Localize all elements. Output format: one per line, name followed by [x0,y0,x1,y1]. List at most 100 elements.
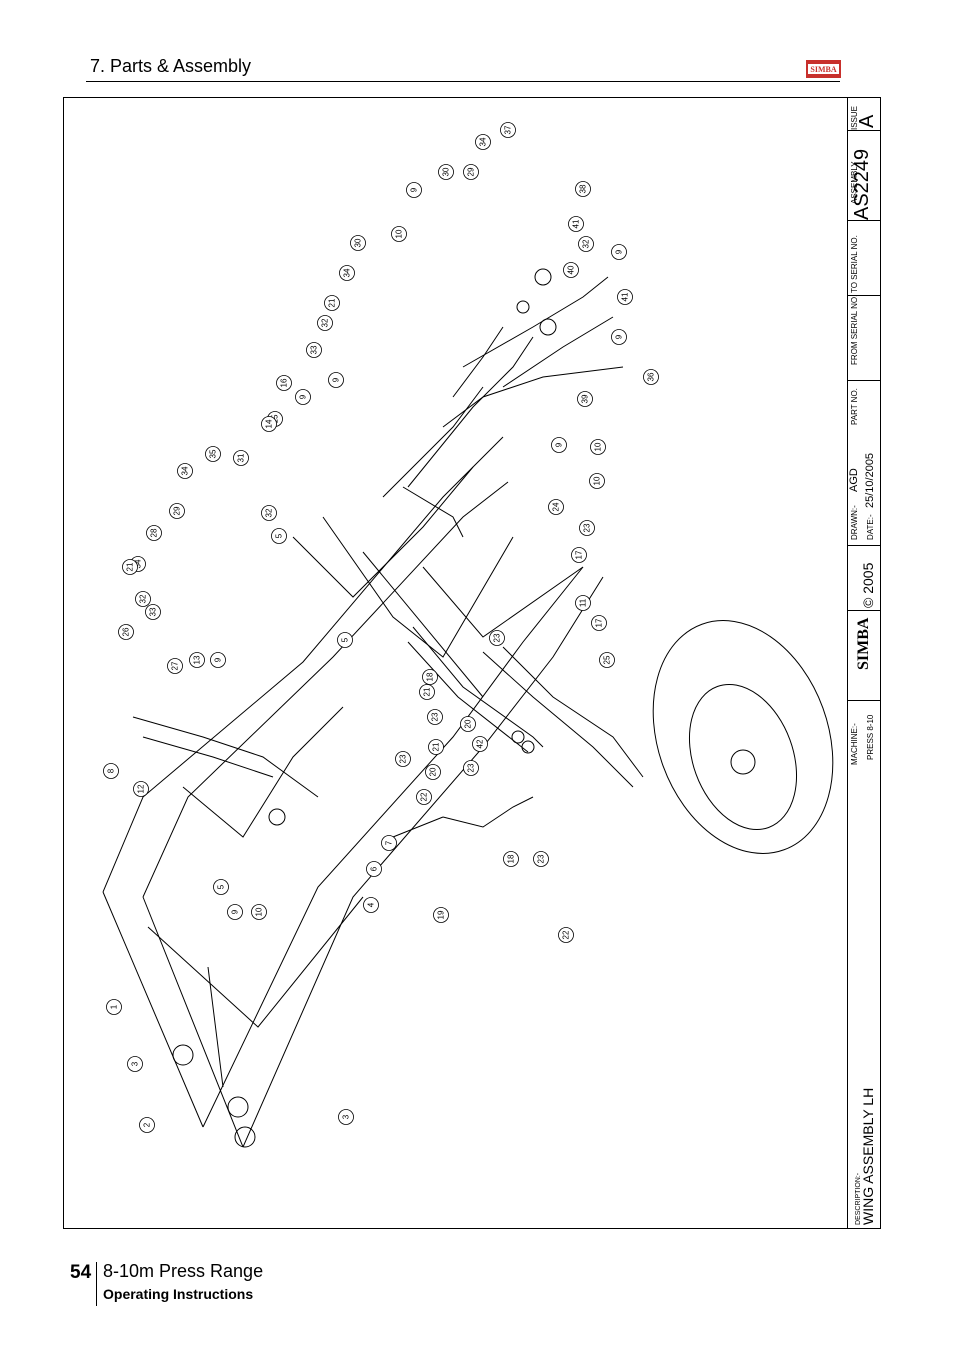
title-block-rule [847,220,881,221]
part-callout: 32 [135,591,151,607]
callout-label: 41 [572,219,581,228]
title-block-rule [847,545,881,546]
part-callout: 12 [133,781,149,797]
part-callout: 22 [558,927,574,943]
svg-text:SIMBA: SIMBA [810,65,836,74]
machine-label: MACHINE:- [850,723,859,765]
part-callout: 6 [366,861,382,877]
callout-label: 10 [593,476,602,485]
callout-label: 10 [255,907,264,916]
part-callout: 29 [463,164,479,180]
footer-rule [96,1262,97,1306]
part-callout: 10 [391,226,407,242]
date-label: DATE:- [866,514,875,540]
title-block-rule [847,130,881,131]
part-callout: 35 [205,446,221,462]
callout-label: 21 [328,298,337,307]
callout-label: 4 [367,902,376,907]
part-callout: 40 [563,262,579,278]
callout-label: 39 [581,394,590,403]
callout-label: 13 [193,655,202,664]
callout-label: 29 [173,506,182,515]
part-callout: 5 [337,632,353,648]
part-callout: 5 [271,528,287,544]
callout-label: 24 [552,502,561,511]
callout-label: 30 [442,167,451,176]
callout-label: 25 [603,655,612,664]
callout-label: 9 [332,377,341,382]
callout-label: 23 [399,754,408,763]
callout-label: 32 [265,508,274,517]
callout-label: 9 [410,187,419,192]
part-callout: 23 [579,520,595,536]
callout-label: 34 [343,268,352,277]
callout-label: 34 [134,559,143,568]
part-callout: 3 [338,1109,354,1125]
part-callout: 20 [425,764,441,780]
callout-label: 36 [647,372,656,381]
title-block-rule [847,380,881,381]
callout-label: 9 [231,909,240,914]
part-callout: 1 [106,999,122,1015]
title-block-divider [847,97,848,1229]
part-callout: 28 [146,525,162,541]
part-callout: 32 [261,505,277,521]
part-callout: 9 [328,372,344,388]
part-callout: 23 [427,709,443,725]
callout-label: 3 [342,1114,351,1119]
callout-label: 33 [149,607,158,616]
part-callout: 27 [167,658,183,674]
callout-label: 6 [370,866,379,871]
callout-label: 19 [437,910,446,919]
callout-label: 11 [579,598,588,607]
header-rule [86,81,840,82]
callout-label: 15 [271,414,280,423]
copyright-text: © 2005 [860,562,876,608]
date-value: 25/10/2005 [864,452,876,508]
callout-label: 32 [582,239,591,248]
callout-label: 33 [310,345,319,354]
part-callout: 29 [169,503,185,519]
part-callout: 17 [571,547,587,563]
callout-label: 21 [423,687,432,696]
drawing-frame [63,97,881,1229]
callout-label: 2 [143,1122,152,1127]
part-callout: 10 [589,473,605,489]
callout-label: 20 [429,767,438,776]
callout-label: 26 [122,627,131,636]
title-block-rule [847,700,881,701]
part-callout: 9 [210,652,226,668]
callout-label: 23 [431,712,440,721]
callout-label: 9 [299,394,308,399]
callout-label: 34 [479,137,488,146]
part-callout: 33 [145,604,161,620]
part-callout: 7 [381,835,397,851]
callout-label: 9 [214,657,223,662]
callout-label: 28 [150,528,159,537]
part-callout: 21 [324,295,340,311]
part-callout: 23 [489,630,505,646]
part-callout: 36 [643,369,659,385]
part-callout: 31 [233,450,249,466]
part-callout: 42 [472,736,488,752]
callout-label: 42 [476,739,485,748]
title-block-brand: SIMBA [855,617,872,670]
drawn-label: DRAWN:- [850,505,859,540]
callout-label: 14 [265,419,274,428]
callout-label: 18 [507,854,516,863]
part-callout: 32 [578,236,594,252]
part-callout: 26 [118,624,134,640]
part-callout: 2 [139,1117,155,1133]
part-callout: 22 [416,789,432,805]
part-callout: 30 [350,235,366,251]
part-callout: 21 [428,739,444,755]
part-callout: 37 [500,122,516,138]
to-serial-label: TO SERIAL NO. [850,235,859,293]
part-callout: 39 [577,391,593,407]
part-callout: 32 [317,315,333,331]
part-callout: 17 [591,615,607,631]
part-callout: 9 [611,244,627,260]
from-serial-label: FROM SERIAL NO. [850,294,859,365]
part-callout: 3 [127,1056,143,1072]
callout-label: 30 [354,238,363,247]
